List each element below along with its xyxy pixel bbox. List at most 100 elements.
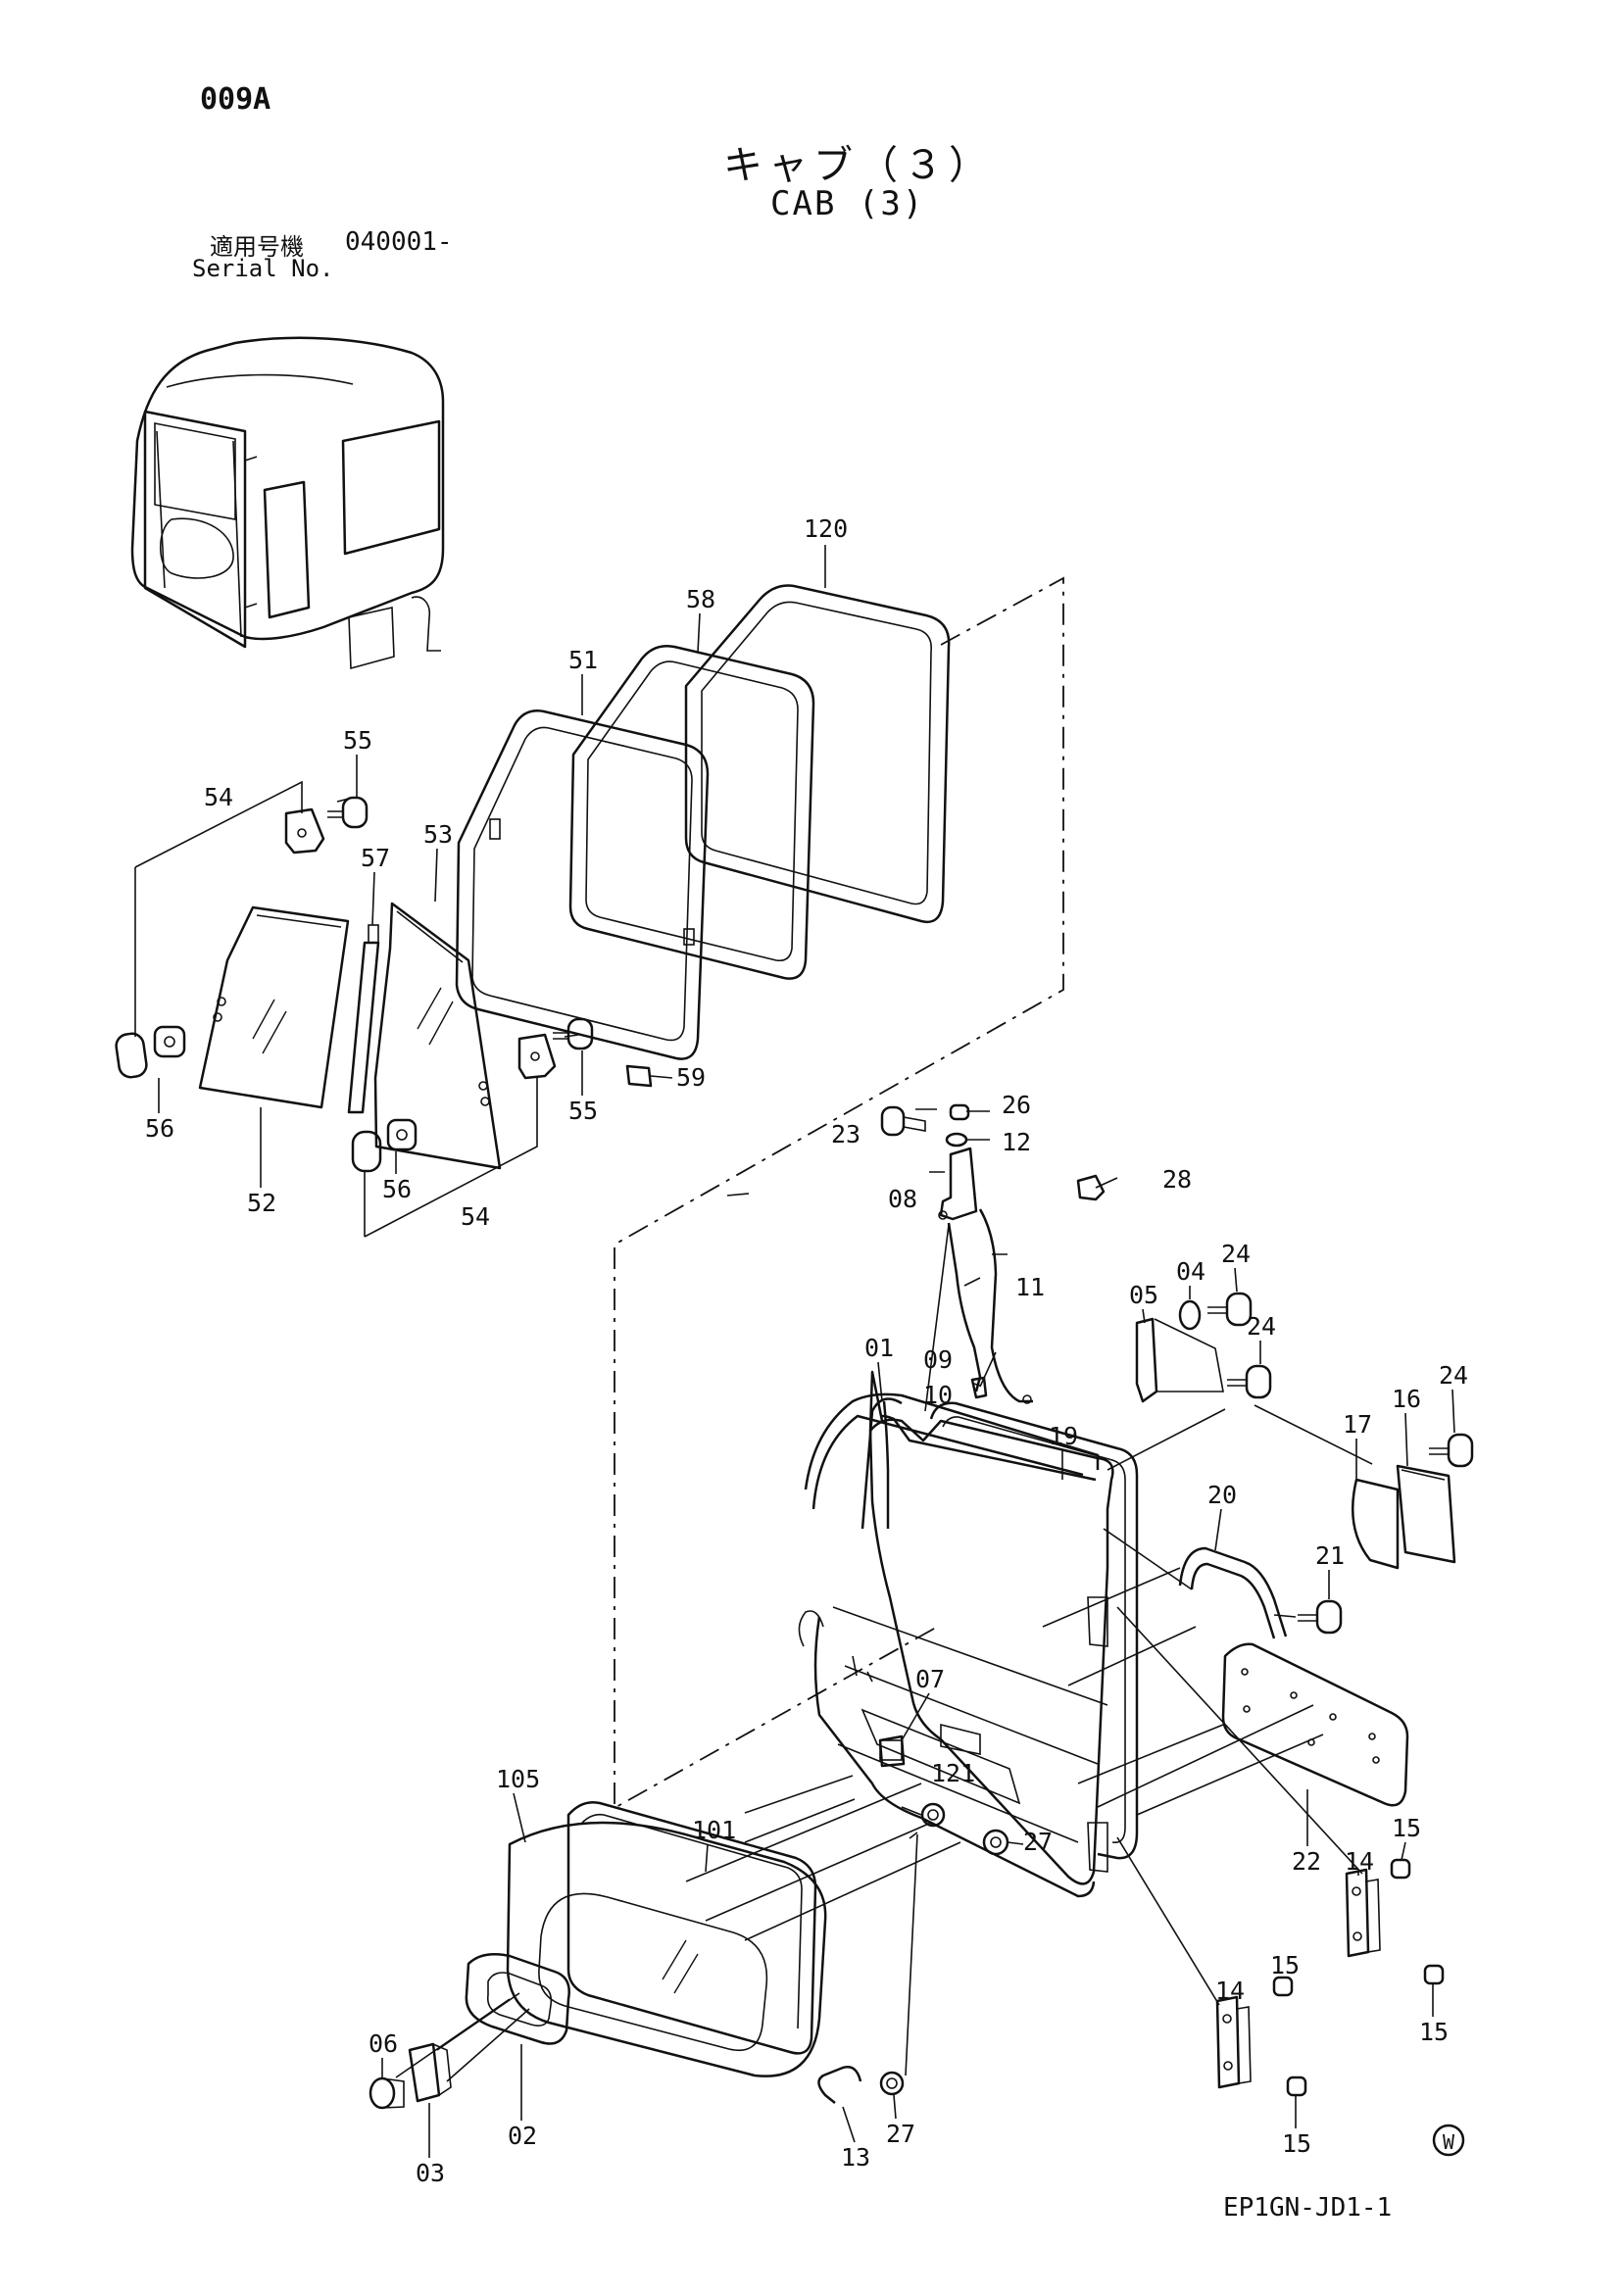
part-label-59: 59 [676, 1063, 706, 1092]
door-seal-19 [929, 1401, 1139, 1860]
part-label-04: 04 [1176, 1257, 1205, 1286]
part-label-27-upper: 27 [1023, 1828, 1053, 1856]
part-label-15-a: 15 [1392, 1814, 1421, 1842]
part-label-15-c: 15 [1270, 1951, 1300, 1979]
part-label-121: 121 [931, 1759, 975, 1787]
part-label-16: 16 [1392, 1385, 1421, 1413]
bolt-24-a [1207, 1292, 1253, 1327]
lock-07 [878, 1734, 906, 1768]
pads-56-right [351, 1118, 418, 1173]
window-seal-120 [684, 584, 951, 924]
part-label-07: 07 [915, 1665, 945, 1693]
part-label-15-b: 15 [1419, 2018, 1449, 2046]
part-label-24-b: 24 [1247, 1312, 1276, 1341]
cab-overview-illustration [130, 336, 445, 670]
grommet-121 [920, 1802, 946, 1828]
panel-22 [1221, 1642, 1409, 1807]
part-label-21: 21 [1315, 1541, 1345, 1570]
door-frame-01 [798, 1370, 1114, 1898]
pads-56-left [115, 1025, 186, 1079]
part-label-08: 08 [888, 1185, 917, 1213]
part-label-17: 17 [1343, 1410, 1372, 1439]
part-label-06: 06 [369, 2029, 398, 2058]
part-label-51: 51 [568, 646, 598, 674]
cable-11 [978, 1208, 1033, 1404]
part-label-57: 57 [361, 844, 390, 872]
svg-text:W: W [1443, 2130, 1455, 2154]
hinge-14-upper [1345, 1868, 1381, 1958]
reference-line-window [614, 576, 1064, 1810]
w-mark-icon: W [1432, 2124, 1465, 2157]
lock-05 [1135, 1317, 1224, 1403]
rod-09 [947, 1222, 982, 1392]
clip-10 [970, 1376, 988, 1399]
part-label-53: 53 [423, 820, 453, 849]
part-label-15-d: 15 [1282, 2129, 1311, 2158]
part-label-24-c: 24 [1439, 1361, 1468, 1390]
page-code: 009A [200, 82, 271, 117]
part-labels: 120 58 51 55 54 53 57 56 52 56 54 55 59 … [145, 514, 1468, 2187]
serial-label-japanese: 適用号機 [210, 233, 304, 261]
grommet-27-upper [982, 1829, 1009, 1856]
glass-panel-53 [373, 902, 502, 1170]
part-label-01: 01 [864, 1334, 894, 1362]
part-label-09: 09 [923, 1345, 953, 1374]
bolt-55-lower [553, 1017, 594, 1050]
bracket-54-upper [134, 780, 303, 868]
serial-number-value: 040001- [345, 227, 453, 257]
serial-label-english: Serial No. [192, 255, 334, 282]
window-seal-58 [568, 645, 815, 980]
hinge-14-lower [1215, 1995, 1252, 2089]
part-label-12: 12 [1002, 1128, 1031, 1156]
part-label-02: 02 [508, 2122, 537, 2150]
trim-105 [506, 1821, 827, 2077]
part-label-26: 26 [1002, 1091, 1031, 1119]
bolt-24-b [1227, 1364, 1272, 1399]
part-label-55-lower: 55 [568, 1097, 598, 1125]
part-label-13: 13 [841, 2143, 870, 2172]
bracket-08 [938, 1147, 978, 1221]
bolt-15-set [1272, 1858, 1445, 2097]
part-label-14-lower: 14 [1215, 1977, 1245, 2005]
part-label-10: 10 [923, 1381, 953, 1409]
handle-03 [408, 2042, 452, 2103]
title-english: CAB (3) [770, 184, 925, 223]
clip-28 [1076, 1174, 1106, 1201]
washer-04 [1178, 1299, 1202, 1331]
bolt-55-upper [327, 796, 369, 829]
grommet-27-lower [879, 2071, 905, 2096]
stopper-54-lower [517, 1033, 557, 1080]
escutcheon-02 [465, 1953, 570, 2045]
part-label-120: 120 [804, 514, 848, 543]
part-label-20: 20 [1207, 1481, 1237, 1509]
bolt-23 [880, 1105, 926, 1137]
pin-13 [817, 2066, 862, 2104]
window-seal-51 [455, 709, 710, 1060]
part-label-52: 52 [247, 1189, 276, 1217]
seal-101 [566, 1801, 817, 2055]
part-label-101: 101 [692, 1816, 736, 1844]
part-label-19: 19 [1049, 1422, 1078, 1450]
part-label-22: 22 [1292, 1847, 1321, 1876]
glass-panel-52 [198, 905, 350, 1109]
part-label-54-upper: 54 [204, 783, 233, 811]
handle-20 [1178, 1546, 1288, 1639]
lock-cylinder-06 [369, 2076, 405, 2110]
part-label-11: 11 [1015, 1273, 1045, 1301]
part-label-28: 28 [1162, 1165, 1192, 1194]
title-japanese: キャブ（３） [723, 143, 994, 188]
part-label-54-lower: 54 [461, 1202, 490, 1231]
part-label-105: 105 [496, 1765, 540, 1793]
nut-26 [949, 1103, 970, 1121]
bolt-24-c [1429, 1433, 1474, 1468]
part-label-27-lower: 27 [886, 2120, 915, 2148]
clip-59 [625, 1064, 653, 1088]
washer-12 [945, 1132, 968, 1148]
part-label-58: 58 [686, 585, 715, 613]
part-label-56-left: 56 [145, 1114, 174, 1143]
plate-17 [1351, 1478, 1400, 1570]
part-label-23: 23 [831, 1120, 861, 1148]
channel-57 [347, 924, 380, 1114]
bracket-54-lower [364, 1078, 538, 1238]
